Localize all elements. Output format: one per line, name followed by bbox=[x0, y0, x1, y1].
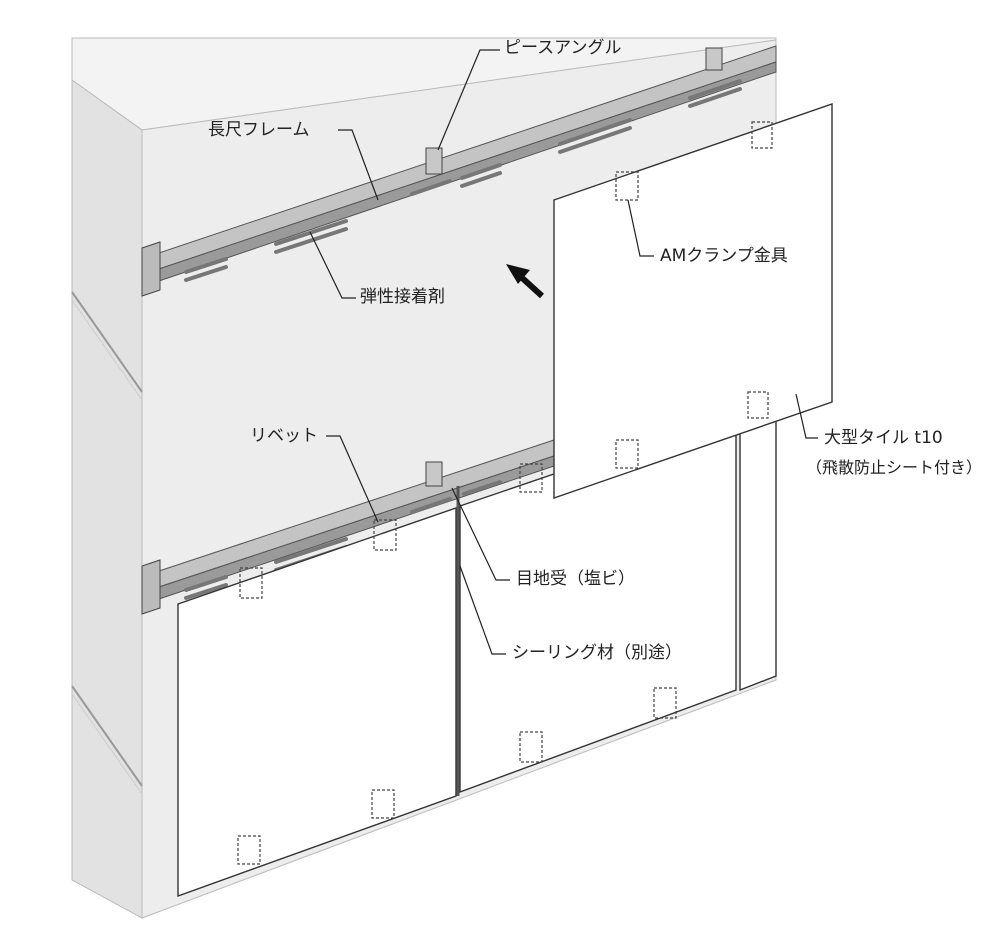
clamp bbox=[371, 789, 395, 819]
piece-angle bbox=[425, 461, 443, 487]
clamp bbox=[751, 121, 773, 149]
leader-rivet bbox=[326, 435, 379, 523]
adhesive-strips bbox=[184, 79, 742, 282]
install-direction-arrow bbox=[506, 264, 545, 299]
leader-piece-angle bbox=[437, 49, 500, 151]
tile-lower-right-edge bbox=[739, 397, 777, 692]
label-large-tile-note: （飛散防止シート付き） bbox=[806, 458, 983, 477]
tile-large-moving bbox=[553, 103, 833, 499]
piece-angle bbox=[425, 147, 443, 175]
clamp bbox=[615, 439, 639, 469]
piece-angle bbox=[705, 47, 723, 71]
label-joint-receiver: 目地受（塩ビ） bbox=[516, 569, 635, 589]
wall-joint-line bbox=[71, 291, 143, 393]
leader-am-clamp bbox=[627, 199, 654, 257]
leader-large-tile bbox=[795, 393, 818, 439]
frame-end-bracket bbox=[141, 559, 161, 615]
label-sealing-material: シーリング材（別途） bbox=[512, 643, 682, 663]
clamp bbox=[519, 463, 543, 493]
clamp bbox=[653, 687, 677, 719]
clamp bbox=[373, 519, 397, 551]
label-large-tile: 大型タイル t10 bbox=[824, 428, 943, 448]
label-elastic-adhesive: 弾性接着剤 bbox=[360, 287, 445, 307]
label-am-clamp: AMクランプ金具 bbox=[660, 246, 788, 266]
clamp bbox=[615, 171, 639, 201]
clamp bbox=[747, 391, 769, 419]
label-long-frame: 長尺フレーム bbox=[208, 120, 310, 140]
long-frame-upper bbox=[141, 45, 777, 297]
wall-side-face bbox=[71, 79, 143, 919]
wall-joint-line bbox=[71, 299, 143, 401]
clamp bbox=[519, 731, 543, 763]
clamp bbox=[237, 835, 261, 865]
label-rivet: リベット bbox=[250, 426, 318, 446]
wall-joint-line bbox=[71, 693, 143, 795]
leader-joint-receiver bbox=[451, 487, 510, 581]
wall-joint-line bbox=[71, 685, 143, 787]
leader-long-frame bbox=[338, 129, 379, 201]
leader-sealing bbox=[459, 565, 506, 655]
label-piece-angle: ピースアングル bbox=[504, 38, 622, 58]
leader-lines bbox=[309, 49, 818, 655]
tiles bbox=[177, 103, 833, 897]
am-clamps bbox=[237, 121, 773, 865]
tile-lower-left bbox=[177, 507, 457, 897]
clamp bbox=[239, 567, 263, 599]
leader-elastic-adhesive bbox=[309, 231, 356, 299]
frame-end-bracket bbox=[141, 241, 161, 297]
